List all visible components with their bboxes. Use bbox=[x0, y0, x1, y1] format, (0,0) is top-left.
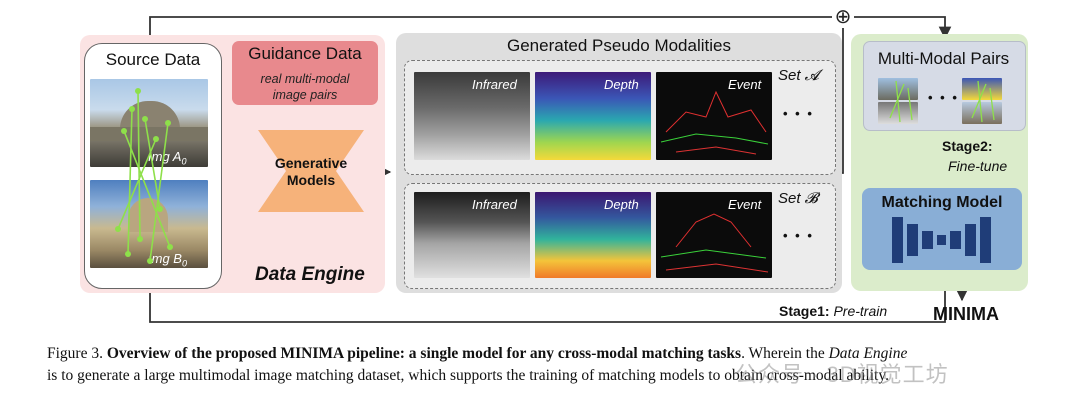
top-loop-line bbox=[149, 16, 832, 43]
data-engine-label: Data Engine bbox=[255, 264, 365, 285]
combine-symbol: ⊕ bbox=[832, 6, 854, 28]
pairs-ellipsis: • • • bbox=[928, 90, 959, 105]
watermark: 公众号 · 3D视觉工坊 bbox=[735, 362, 949, 387]
pair-thumb-1 bbox=[878, 78, 918, 100]
modality-label-depth-b: Depth bbox=[604, 197, 639, 212]
source-data-title: Source Data bbox=[105, 50, 201, 69]
plus-to-pairs-arrow bbox=[854, 16, 952, 40]
network-icon bbox=[892, 217, 991, 263]
matching-model-box bbox=[862, 188, 1022, 270]
depth-image-b bbox=[535, 192, 651, 278]
generated-modalities-title: Generated Pseudo Modalities bbox=[507, 36, 731, 55]
modality-label-depth-a: Depth bbox=[604, 77, 639, 92]
ellipsis-a: • • • bbox=[783, 106, 814, 121]
source-image-a bbox=[90, 79, 208, 167]
generative-models-shape bbox=[258, 130, 364, 212]
multi-modal-pairs-title: Multi-Modal Pairs bbox=[877, 49, 1010, 68]
minima-brand: MINIMA bbox=[933, 304, 999, 324]
infrared-image-a bbox=[414, 72, 530, 160]
guidance-data-title: Guidance Data bbox=[248, 44, 362, 63]
img-a-label: Img A0 bbox=[148, 149, 187, 167]
stage1-text: Stage1: Pre-train bbox=[779, 303, 888, 319]
modality-label-infrared-b: Infrared bbox=[472, 197, 517, 212]
modality-label-event-a: Event bbox=[728, 77, 762, 92]
figure-caption: Figure 3. Overview of the proposed MINIM… bbox=[47, 345, 908, 384]
stage2-label: Stage2: bbox=[942, 138, 993, 154]
keypoint-matches bbox=[115, 88, 173, 264]
event-image-a bbox=[656, 72, 772, 160]
set-b-label: Set 𝓑 bbox=[778, 190, 818, 207]
modality-label-infrared-a: Infrared bbox=[472, 77, 517, 92]
pair-thumb-3 bbox=[962, 78, 1002, 100]
pair-thumb-2 bbox=[878, 102, 918, 124]
event-image-b bbox=[656, 192, 772, 278]
modality-label-event-b: Event bbox=[728, 197, 762, 212]
matching-model-title: Matching Model bbox=[881, 194, 1003, 211]
infrared-image-b bbox=[414, 192, 530, 278]
depth-image-a bbox=[535, 72, 651, 160]
stage2-sub: Fine-tune bbox=[948, 158, 1008, 174]
img-b-label: Img B0 bbox=[148, 251, 187, 269]
ellipsis-b: • • • bbox=[783, 228, 814, 243]
stage1-loop-arrow bbox=[149, 274, 952, 323]
pair-matches bbox=[889, 80, 995, 123]
set-a-label: Set 𝓐 bbox=[778, 67, 820, 84]
